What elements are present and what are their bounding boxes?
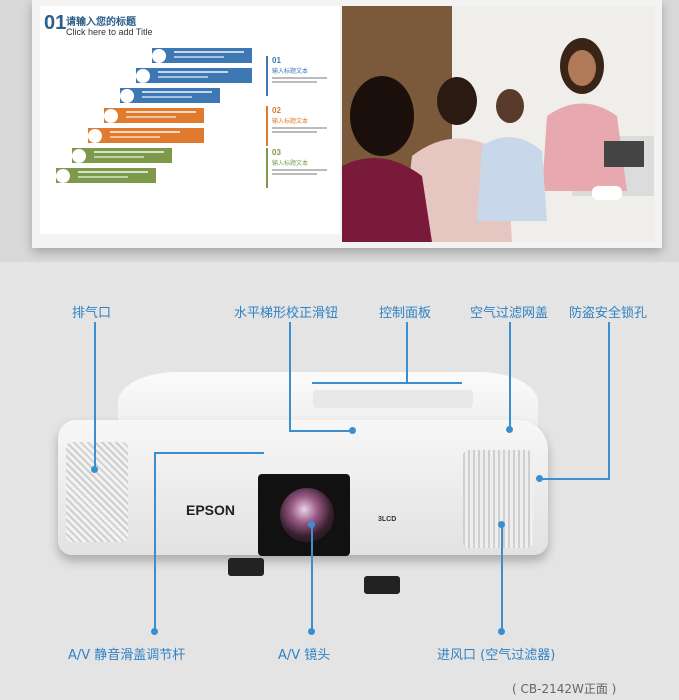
label-keystone: 水平梯形校正滑钮 [234, 306, 339, 321]
slide-section-03: 03 输入标题文本 [266, 148, 342, 188]
step-bar [88, 128, 204, 143]
lens [280, 488, 334, 542]
intake-vent [463, 450, 533, 548]
leader-filter-cover [509, 322, 511, 428]
dollar-icon [152, 48, 166, 63]
label-lens: A/V 镜头 [278, 648, 331, 663]
leader-dot [308, 521, 315, 528]
label-security-lock: 防盗安全锁孔 [569, 306, 648, 321]
model-caption: ( CB-2142W正面 ) [512, 682, 617, 696]
lens-housing [258, 474, 350, 556]
label-filter-cover: 空气过滤网盖 [470, 306, 549, 321]
presentation-slide: 01 请输入您的标题 Click here to add Title 01 输入… [40, 6, 340, 234]
slide-number: 01 [44, 12, 67, 34]
brand-logo: EPSON [186, 502, 236, 518]
leader-dot [498, 521, 505, 528]
gear-icon [56, 168, 70, 183]
meeting-scene [342, 6, 654, 242]
leader-security-lock [608, 322, 610, 480]
step-bar [136, 68, 252, 83]
leader-dot [536, 475, 543, 482]
projector-foot-right [364, 576, 400, 594]
label-av-mute: A/V 静音滑盖调节杆 [68, 648, 186, 663]
projector: EPSON 3LCD [58, 362, 558, 594]
slide-section-01: 01 输入标题文本 [266, 56, 342, 96]
step-bar [56, 168, 156, 183]
leader-dot [308, 628, 315, 635]
step-bar [104, 108, 204, 123]
step-bar [72, 148, 172, 163]
signal-icon [72, 148, 86, 163]
leader-control-panel [406, 322, 408, 384]
chart-icon [104, 108, 118, 123]
step-bar [152, 48, 252, 63]
target-icon [88, 128, 102, 143]
meeting-photo [342, 6, 654, 242]
leader-dot [151, 628, 158, 635]
leader-security-lock-h [540, 478, 610, 480]
leader-control-panel-h [312, 382, 462, 384]
label-control-panel: 控制面板 [379, 306, 432, 321]
people-icon [120, 88, 134, 103]
leader-dot [349, 427, 356, 434]
leader-dot [91, 466, 98, 473]
leader-lens [311, 524, 313, 630]
leader-dot [498, 628, 505, 635]
slide-section-02: 02 输入标题文本 [266, 106, 342, 146]
exhaust-vent [66, 442, 128, 542]
leader-intake [501, 524, 503, 630]
label-exhaust: 排气口 [72, 306, 112, 321]
leader-exhaust [94, 322, 96, 468]
projection-screen: 01 请输入您的标题 Click here to add Title 01 输入… [32, 0, 662, 248]
leader-keystone [289, 322, 291, 430]
projector-body: EPSON 3LCD [58, 420, 548, 556]
step-bar [120, 88, 220, 103]
projector-foot-left [228, 558, 264, 576]
leader-keystone-h [289, 430, 351, 432]
leader-av-mute [154, 452, 156, 630]
projection-screen-frame: 01 请输入您的标题 Click here to add Title 01 输入… [0, 0, 679, 262]
3lcd-logo: 3LCD [378, 516, 397, 523]
slide-title-cn: 请输入您的标题 [66, 17, 136, 28]
control-panel [313, 390, 473, 408]
slide-title-en: Click here to add Title [66, 27, 153, 37]
leader-av-mute-h [154, 452, 264, 454]
label-intake: 进风口 (空气过滤器) [437, 648, 556, 663]
clock-icon [136, 68, 150, 83]
leader-dot [506, 426, 513, 433]
